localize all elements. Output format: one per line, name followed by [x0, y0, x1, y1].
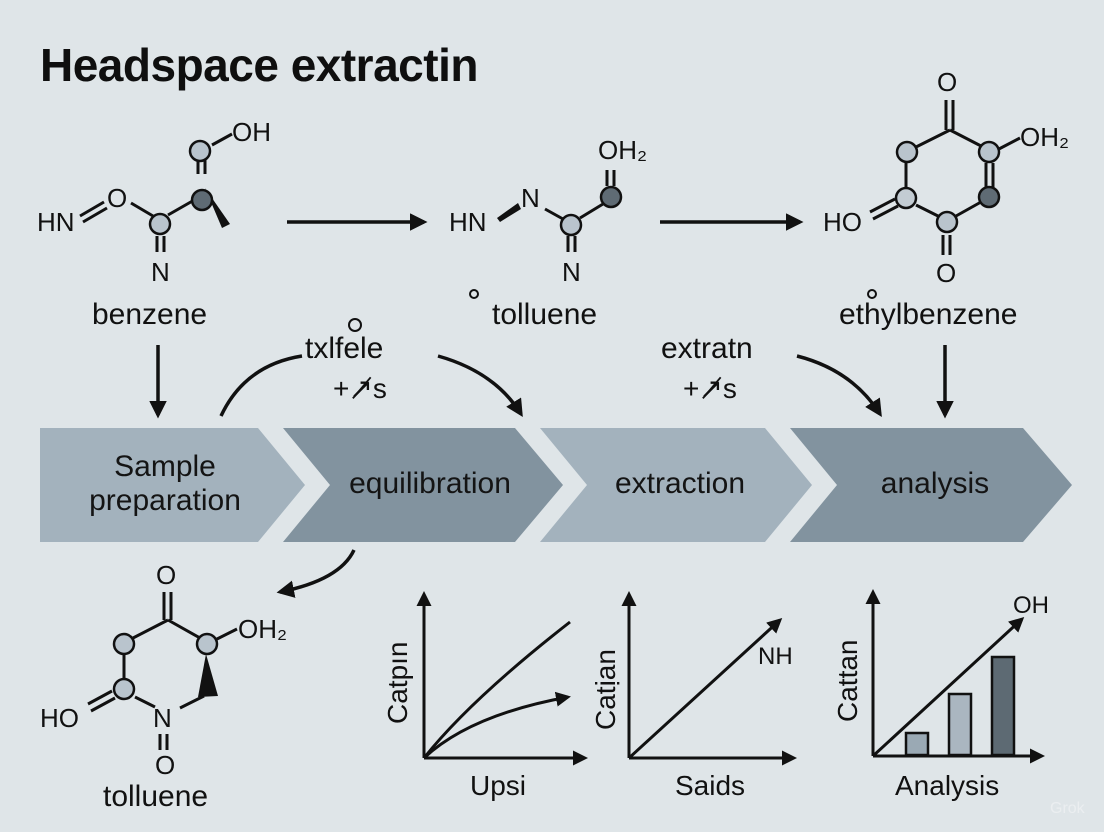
bar-1: [904, 731, 930, 757]
atom-node: [195, 632, 219, 656]
atom-label: O: [937, 67, 958, 97]
bar-3: [990, 655, 1016, 757]
atom-node: [894, 186, 918, 210]
atom-node: [895, 140, 919, 164]
curved-arrow-icon: [276, 549, 356, 598]
atom-label: O: [156, 560, 177, 590]
atom-node: [559, 213, 583, 237]
loop-glyph-icon: [348, 318, 362, 332]
molecule-name-tolluene-bottom: tolluene: [103, 780, 209, 813]
atom-node: [977, 185, 1001, 209]
atom-label: N: [521, 183, 540, 213]
wedge-bond-icon: [497, 203, 521, 222]
atom-node: [977, 140, 1001, 164]
chart-2-ylabel: Catịan: [590, 649, 621, 730]
chart-2-xlabel: Saids: [675, 770, 746, 801]
curved-arrow-icon: [437, 354, 523, 417]
step-equilibration: equilibration: [349, 467, 511, 500]
atom-label: OH₂: [238, 614, 288, 644]
step-sample-preparation: Sample preparation: [60, 450, 270, 518]
atom-label: N: [151, 257, 170, 287]
atom-label: HO: [40, 703, 79, 733]
annotation-1-line2: +↗̸s: [333, 373, 387, 404]
molecule-tolluene-bottom-structure: [87, 592, 238, 750]
step-label: Sample: [114, 450, 216, 483]
step-equilibration-shape: [283, 428, 563, 542]
atom-node: [190, 188, 214, 212]
chart-3-xlabel: Analysis: [895, 770, 1000, 801]
atom-label: OH: [232, 117, 271, 147]
atom-node: [935, 210, 959, 234]
atom-label: OH₂: [1020, 122, 1070, 152]
annotation-2-line1: extratn: [661, 332, 753, 365]
atom-node: [112, 677, 136, 701]
process-steps: [40, 428, 1072, 542]
wedge-bond-icon: [198, 654, 218, 697]
chart-3-annotation: OH: [1013, 592, 1049, 619]
step-sample-preparation-shape: [40, 428, 305, 542]
annotation-1-line1: txlfele: [305, 332, 384, 365]
molecule-ethylbenzene-structure: [869, 100, 1021, 255]
atom-label: OH₂: [598, 135, 648, 165]
chart-2-annotation: NH: [758, 643, 793, 670]
watermark: Grok: [1050, 800, 1085, 817]
loop-glyph-icon: [469, 289, 479, 299]
chart-1-ylabel: Catpın: [382, 641, 413, 725]
atom-label: N: [153, 703, 172, 733]
molecule-name-ethylbenzene: ethylbenzene: [839, 298, 1018, 331]
curved-arrow-icon: [219, 354, 303, 417]
chart-3-ylabel: Cattan: [832, 639, 863, 723]
step-label: preparation: [89, 484, 241, 517]
atom-label: HN: [37, 207, 75, 237]
step-analysis: analysis: [880, 467, 990, 500]
step-extraction: extraction: [614, 467, 746, 500]
chart-3: [865, 589, 1045, 764]
atom-label: HO: [823, 207, 862, 237]
annotation-2-line2: +↗̸s: [683, 373, 737, 404]
molecule-name-benzene: benzene: [92, 298, 208, 331]
curved-arrow-icon: [796, 354, 882, 417]
atom-label: O: [936, 258, 957, 288]
chart-2: [621, 591, 797, 766]
molecule-name-tolluene: tolluene: [492, 298, 598, 331]
atom-node: [188, 139, 212, 163]
atom-label: HN: [449, 207, 487, 237]
atom-label: N: [562, 257, 581, 287]
loop-glyph-icon: [867, 289, 877, 299]
chart-1-xlabel: Upsi: [470, 770, 527, 801]
atom-node: [112, 632, 136, 656]
molecule-tolluene-structure: [544, 170, 616, 252]
step-analysis-shape: [790, 428, 1072, 542]
atom-node: [599, 185, 623, 209]
atom-node: [148, 212, 172, 236]
page-title: Headspace extractin: [40, 39, 478, 91]
chart-1: [416, 591, 588, 766]
bar-2: [947, 692, 973, 757]
step-extraction-shape: [540, 428, 812, 542]
atom-label: O: [155, 750, 176, 780]
atom-label: O: [107, 183, 128, 213]
